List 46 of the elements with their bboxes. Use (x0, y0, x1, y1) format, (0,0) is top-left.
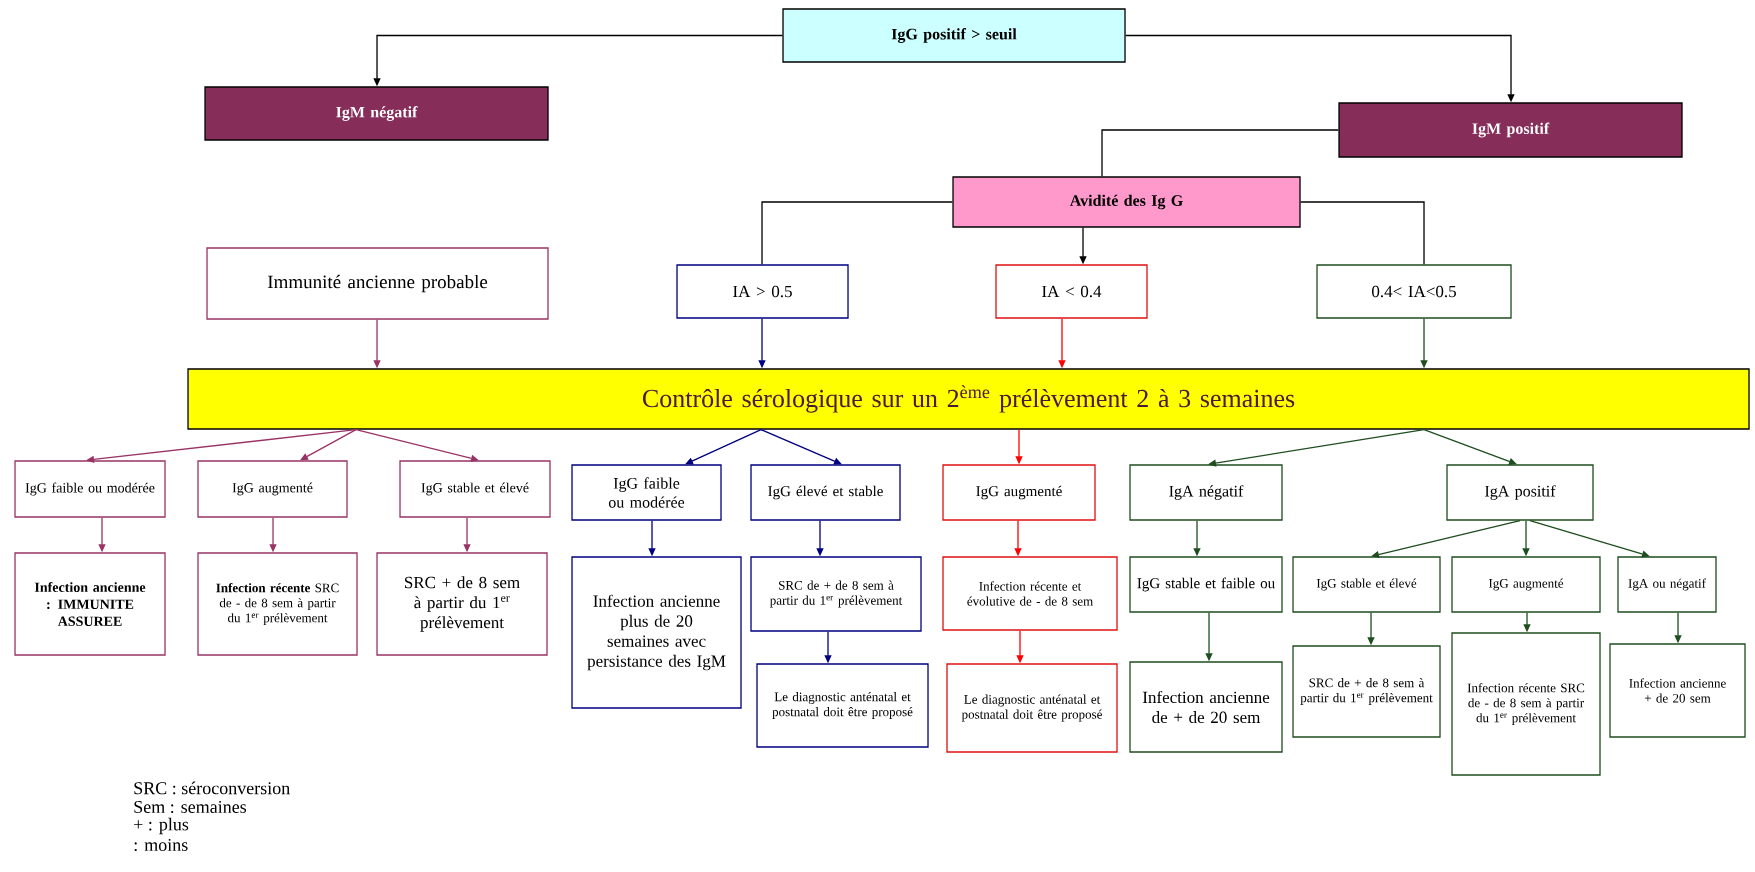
result-box: IgM positif (1338, 102, 1683, 158)
arrow (1529, 520, 1650, 558)
arrow (86, 429, 357, 464)
conclusion-box: Infection ancienne plus de 20 semaines avec persistance des IgM (571, 556, 742, 709)
conclusion-box: Infection récente et évolutive de - de 8 sem (942, 556, 1118, 631)
outcome-box: Immunité ancienne probable (206, 247, 549, 320)
result-box: IgG stable et faible ou (1129, 556, 1283, 613)
arrow (760, 429, 842, 465)
result-box: IgG élevé et stable (750, 464, 901, 521)
result-box: IgG stable et élevé (1292, 556, 1441, 613)
conclusion-box: SRC + de 8 sem à partir du 1$^{er}$ prélèvement (376, 552, 548, 656)
conclusion-box: Infection ancienne + de 20 sem (1609, 643, 1746, 738)
arrow (1208, 429, 1425, 467)
result-box: IgG augmenté (1451, 556, 1601, 613)
arrow (1371, 520, 1521, 559)
conclusion-box: Infection récente SRC de - de 8 sem à partir du 1$^{er}$ prélèvement (197, 552, 358, 656)
legend-note: Sem : semaines (134, 800, 247, 814)
legend-note: + : plus (134, 817, 189, 835)
result-box: IgA ou négatif (1617, 556, 1717, 613)
arrow (685, 429, 762, 465)
conclusion-box: Le diagnostic anténatal et postnatal doit être proposé (946, 663, 1118, 753)
conclusion-box: SRC de + de 8 sem à partir du 1$^{er}$ prélèvement (750, 556, 922, 632)
start-box: IgG positif > seuil (782, 8, 1126, 63)
result-box: IgG faible ou modérée (14, 460, 166, 518)
conclusion-box: Infection ancienne de + de 20 sem (1129, 661, 1283, 753)
threshold-box: IA > 0.5 (676, 264, 849, 319)
result-box: IgA négatif (1129, 464, 1283, 521)
conclusion-box: Infection ancienne : IMMUNITE ASSUREE (14, 552, 166, 656)
legend-note: SRC : séroconversion (134, 781, 290, 795)
threshold-box: IA < 0.4 (995, 264, 1148, 319)
result-box: IgG faible ou modérée (571, 464, 722, 521)
result-box: IgG augmenté (942, 464, 1096, 521)
arrow (355, 429, 479, 462)
arrow (300, 429, 357, 461)
conclusion-box: SRC de + de 8 sem à partir du 1$^{er}$ prélèvement (1292, 645, 1441, 738)
conclusion-box: Le diagnostic anténatal et postnatal doit être proposé (756, 663, 929, 748)
conclusion-box: Infection récente SRC de - de 8 sem à partir du 1$^{er}$ prélèvement (1451, 632, 1601, 776)
threshold-box: 0.4< IA<0.5 (1316, 264, 1512, 319)
result-box: IgA positif (1446, 464, 1594, 521)
test-box: Avidité des Ig G (952, 176, 1301, 228)
result-box: IgG stable et élevé (399, 460, 551, 518)
control-band: Contrôle sérologique sur un 2$^{ème}$ prélèvement 2 à 3 semaines (187, 368, 1750, 430)
legend-note: : moins (134, 838, 188, 852)
result-box: IgG augmenté (197, 460, 348, 518)
result-box: IgM négatif (204, 86, 549, 141)
arrow (1423, 429, 1517, 465)
